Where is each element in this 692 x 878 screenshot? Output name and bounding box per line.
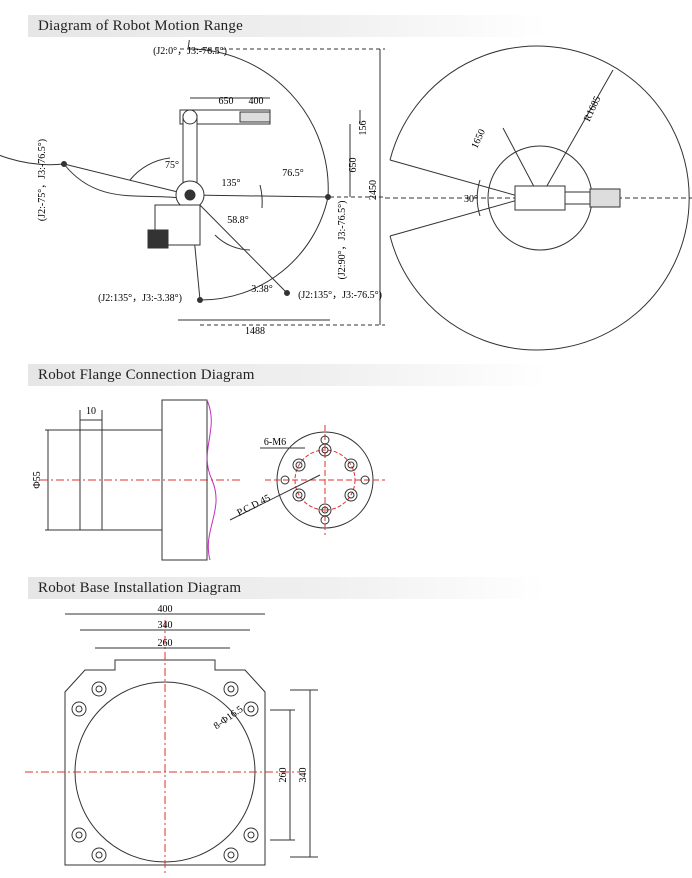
motion-range-side-view: (J2:0°，J3:-76.5°) (J2:-75°，J3:-76.5°) (J…: [0, 40, 385, 337]
base-header: Robot Base Installation Diagram: [28, 577, 548, 599]
pose-right-label: (J2:90°，J3:-76.5°): [337, 201, 348, 280]
pose-left-label: (J2:-75°，J3:-76.5°): [37, 139, 48, 221]
base-dim-260: 260: [158, 638, 173, 649]
base-dim-340: 340: [158, 620, 173, 631]
angle-76-5: 76.5°: [282, 168, 304, 179]
angle-3-38: 3.38°: [251, 284, 273, 295]
top-radius-1650: 1650: [470, 128, 488, 151]
pose-bottom-right-label: (J2:135°，J3:-76.5°): [298, 290, 382, 301]
base-dim-400: 400: [158, 604, 173, 615]
top-radius-1685: R1685: [582, 95, 603, 124]
dim-1488: 1488: [245, 326, 265, 337]
motion-range-header: Diagram of Robot Motion Range: [28, 15, 548, 37]
base-installation-view: 400 340 260 8-Φ16.5 260 340: [25, 604, 318, 875]
angle-58-8: 58.8°: [227, 215, 249, 226]
flange-pcd-label: P.C.D.45: [235, 493, 272, 519]
motion-range-top-view: 1650 R1685 30°: [385, 45, 692, 351]
base-dim-260-vertical: 260: [278, 768, 289, 783]
base-dim-340-vertical: 340: [298, 768, 309, 783]
dim-2450: 2450: [368, 180, 379, 200]
flange-dim-phi55: Φ55: [32, 471, 43, 488]
flange-header: Robot Flange Connection Diagram: [28, 364, 548, 386]
dim-156: 156: [358, 121, 369, 136]
flange-front-view: 6-M6 P.C.D.45: [229, 425, 385, 535]
top-angle-30: 30°: [464, 194, 478, 205]
pose-top-label: (J2:0°，J3:-76.5°): [153, 46, 227, 57]
angle-135: 135°: [222, 178, 241, 189]
flange-dim-10: 10: [86, 406, 96, 417]
pose-bottom-left-label: (J2:135°，J3:-3.38°): [98, 293, 182, 304]
dim-400: 400: [249, 96, 264, 107]
angle-75: 75°: [165, 160, 179, 171]
dim-650-vertical: 650: [348, 158, 359, 173]
dim-650: 650: [219, 96, 234, 107]
flange-side-view: 10 Φ55: [32, 399, 240, 561]
flange-holes-label: 6-M6: [264, 437, 286, 448]
